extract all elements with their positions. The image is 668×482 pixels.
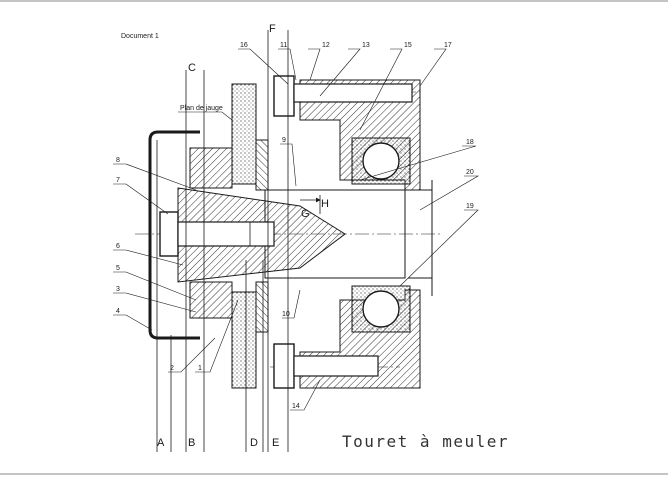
part-label-18: 18 [466, 139, 474, 146]
shaft-break [408, 180, 433, 296]
part-label-16: 16 [240, 42, 248, 49]
drawing-title: Touret à meuler [342, 432, 509, 451]
flange-right-upper [255, 139, 269, 191]
part-label-17: 17 [444, 42, 452, 49]
plan-de-jauge-label: Plan de jauge [180, 105, 223, 112]
grinding-wheel-upper [231, 83, 257, 185]
screw-head [159, 211, 179, 257]
part-label-20: 20 [466, 169, 474, 176]
flange-right-lower [255, 281, 269, 333]
grinding-wheel-lower [231, 291, 257, 389]
part-label-10: 10 [282, 311, 290, 318]
part-label-3: 3 [116, 286, 120, 293]
vector-c-label: C [188, 62, 196, 74]
flange-left-upper [189, 147, 233, 189]
part-label-9: 9 [282, 137, 286, 144]
bearing-ball-lower [362, 290, 400, 328]
part-label-12: 12 [322, 42, 330, 49]
part-label-13: 13 [362, 42, 370, 49]
cover-part-4 [148, 130, 200, 340]
vector-f-label: F [269, 23, 276, 35]
vector-g-label: G [301, 208, 310, 220]
vector-a-label: A [157, 437, 165, 449]
vector-d-label: D [250, 437, 258, 449]
bolt-shank-upper [293, 83, 413, 103]
bolt-shank-lower [293, 355, 379, 377]
part-label-6: 6 [116, 243, 120, 250]
part-label-14: 14 [292, 403, 300, 410]
part-label-11: 11 [280, 42, 287, 49]
bolt-head-upper [273, 75, 295, 117]
part-label-5: 5 [116, 265, 120, 272]
vector-h-label: H [321, 198, 329, 210]
bolt-head-lower [273, 343, 295, 389]
vector-e-label: E [272, 437, 279, 449]
vector-b-label: B [188, 437, 195, 449]
flange-left-lower [189, 281, 233, 319]
screw-shank [177, 221, 275, 247]
part-label-8: 8 [116, 157, 120, 164]
part-label-1: 1 [198, 365, 202, 372]
part-label-19: 19 [466, 203, 474, 210]
bearing-ball-upper [362, 142, 400, 180]
part-label-4: 4 [116, 308, 120, 315]
leader-lines [113, 48, 480, 411]
part-label-15: 15 [404, 42, 412, 49]
part-label-2: 2 [170, 365, 174, 372]
document-label: Document 1 [121, 33, 159, 40]
part-label-7: 7 [116, 177, 120, 184]
